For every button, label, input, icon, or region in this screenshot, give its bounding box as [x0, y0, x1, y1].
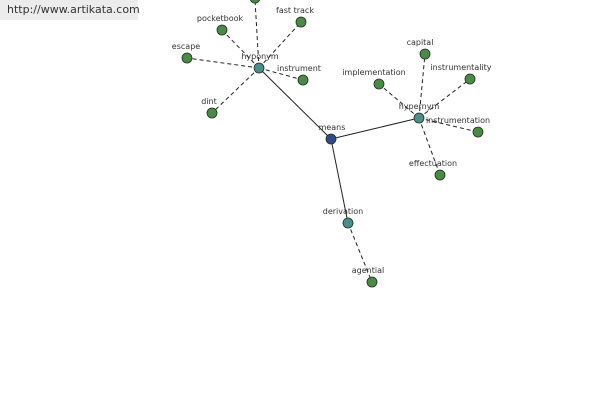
node-pocketbook[interactable]: [216, 24, 228, 36]
node-instrument[interactable]: [297, 74, 309, 86]
node-agential[interactable]: [366, 276, 378, 288]
node-fast-track[interactable]: [295, 16, 307, 28]
graph-edges: [186, 0, 479, 283]
edge-means-hyponym: [258, 67, 332, 140]
node-instrumentality[interactable]: [464, 73, 476, 85]
node-offscreen[interactable]: [249, 0, 261, 4]
label-implementation: implementation: [342, 68, 405, 77]
graph-nodes: pocketbook fast track escape instrument …: [172, 0, 492, 288]
edge-hyponym-dint: [211, 67, 260, 114]
edge-hypernym-instrumentality: [418, 78, 471, 119]
edge-hyponym-escape: [186, 57, 260, 69]
edge-means-hypernym: [330, 117, 420, 140]
node-derivation[interactable]: [342, 217, 354, 229]
edge-hyponym-instrument: [258, 67, 304, 81]
node-means[interactable]: [325, 133, 337, 145]
label-fast-track: fast track: [276, 6, 314, 15]
label-capital: capital: [407, 38, 434, 47]
edge-hypernym-implementation: [378, 83, 420, 119]
label-pocketbook: pocketbook: [197, 14, 244, 23]
label-instrument: instrument: [277, 64, 321, 73]
node-dint[interactable]: [206, 107, 218, 119]
node-hypernym[interactable]: [413, 112, 425, 124]
label-effectuation: effectuation: [409, 159, 457, 168]
label-dint: dint: [201, 97, 217, 106]
edge-hyponym-offscreen: [254, 0, 260, 69]
edge-hypernym-instrumentation: [418, 117, 479, 133]
edge-means-derivation: [330, 138, 349, 224]
label-hyponym: hyponym: [241, 52, 279, 61]
node-capital[interactable]: [419, 48, 431, 60]
label-instrumentality: instrumentality: [430, 63, 491, 72]
edge-derivation-agential: [347, 222, 373, 283]
label-agential: agential: [352, 266, 384, 275]
label-means: means: [319, 123, 346, 132]
node-escape[interactable]: [181, 52, 193, 64]
node-effectuation[interactable]: [434, 169, 446, 181]
edge-hyponym-fast-track: [258, 21, 302, 69]
node-instrumentation[interactable]: [472, 126, 484, 138]
label-instrumentation: instrumentation: [426, 116, 490, 125]
node-implementation[interactable]: [373, 78, 385, 90]
node-hyponym[interactable]: [253, 62, 265, 74]
label-escape: escape: [172, 42, 200, 51]
label-derivation: derivation: [323, 207, 363, 216]
edge-hyponym-pocketbook: [221, 29, 260, 69]
label-hypernym: hypernym: [399, 102, 440, 111]
edge-hypernym-capital: [418, 53, 426, 119]
source-url[interactable]: http://www.artikata.com: [0, 0, 140, 20]
edge-hypernym-effectuation: [418, 117, 441, 176]
